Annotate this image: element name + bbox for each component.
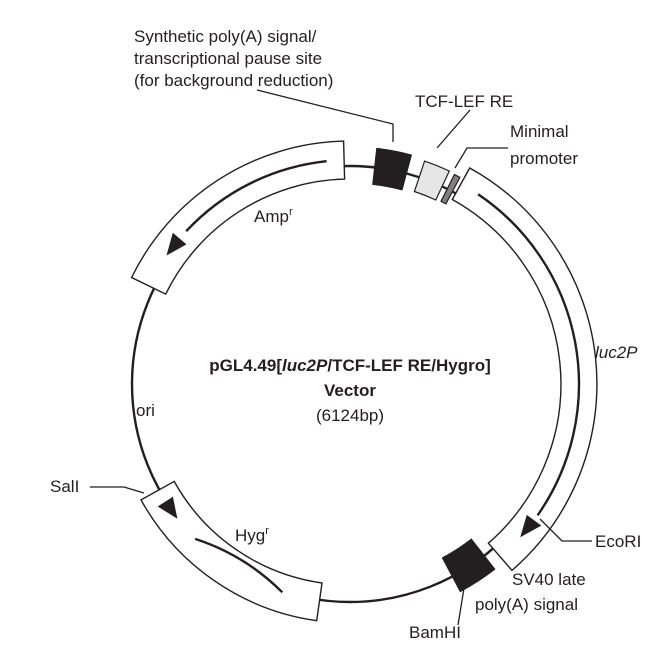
luc2p-direction-arrow — [477, 193, 581, 516]
tcf-lef-label: TCF-LEF RE — [415, 92, 513, 111]
minimal-promoter-box — [440, 173, 461, 205]
vector-title-line2: Vector — [324, 381, 376, 400]
vector-size: (6124bp) — [316, 406, 384, 425]
sali-label: SalI — [50, 477, 79, 496]
synthetic-polya-label-2: transcriptional pause site — [134, 49, 322, 68]
amp-resistance-feature — [130, 140, 346, 296]
ecori-callout — [539, 518, 592, 542]
synthetic-polya-label-3: (for background reduction) — [134, 71, 333, 90]
amp-direction-arrow — [185, 160, 327, 233]
minimal-promoter-callout — [454, 147, 508, 169]
bamhi-callout — [457, 581, 466, 626]
sv40-label-1: SV40 late — [512, 570, 586, 589]
tcf-lef-callout — [436, 109, 471, 149]
sali-callout — [90, 486, 145, 494]
bamhi-label: BamHI — [409, 623, 461, 642]
hyg-arrowhead — [157, 496, 178, 519]
vector-title: pGL4.49[luc2P/TCF-LEF RE/Hygro] — [209, 356, 491, 375]
hyg-label: Hygr — [235, 525, 269, 545]
amp-label: Ampr — [254, 206, 293, 226]
luc2p-arrowhead — [520, 514, 542, 538]
tcf-lef-box — [413, 160, 451, 201]
sv40-label-2: poly(A) signal — [475, 595, 578, 614]
luc2p-label: luc2P — [595, 343, 638, 362]
luc2p-feature — [451, 167, 598, 572]
sv40-polya-box — [441, 538, 496, 593]
minimal-promoter-label-2: promoter — [510, 149, 578, 168]
ori-label: ori — [136, 401, 155, 420]
ecori-label: EcoRI — [595, 532, 641, 551]
amp-arrowhead — [166, 232, 187, 256]
synthetic-polya-label-1: Synthetic poly(A) signal/ — [134, 27, 317, 46]
minimal-promoter-label-1: Minimal — [510, 122, 569, 141]
synthetic-polya-box — [372, 147, 413, 191]
synthetic-polya-callout — [256, 89, 394, 142]
hyg-direction-arrow — [194, 537, 284, 594]
